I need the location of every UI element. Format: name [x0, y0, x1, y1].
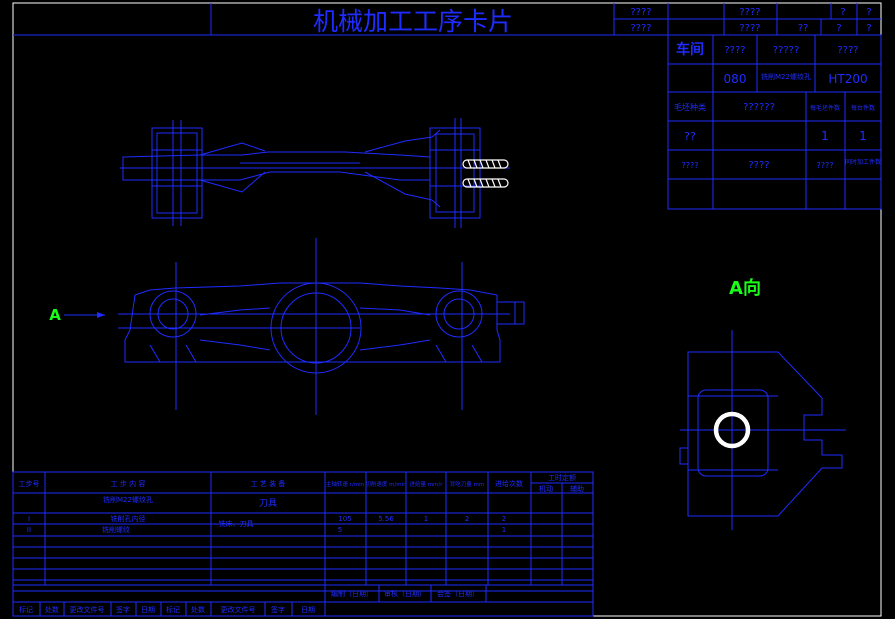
header-step-no: 工步号	[19, 480, 40, 488]
blank-size-label: ??????	[743, 102, 775, 113]
sign-label: 编制（日期）	[331, 589, 373, 598]
header-time-aux: 辅助	[570, 484, 584, 493]
side-view-a	[679, 330, 846, 530]
footer-cell: 处数	[191, 605, 205, 614]
pieces-per-unit: 1	[859, 129, 867, 143]
header-equipment: 工 艺 装 备	[251, 479, 286, 488]
step-depth: 2	[465, 515, 469, 523]
footer-cell: 标记	[19, 605, 33, 614]
step-passes: 2	[502, 515, 506, 523]
footer-cell: 更改文件号	[221, 605, 256, 614]
pieces-per-unit-label: 每台件数	[851, 104, 875, 112]
steps-table-grid	[12, 471, 594, 617]
col-label-material: ????	[837, 45, 858, 56]
op-number: 080	[724, 72, 747, 86]
step-content: 铣削孔内径	[111, 514, 146, 523]
op-name: 铣削M22螺纹孔	[761, 72, 811, 81]
front-view	[118, 238, 525, 415]
step-spindle: 105	[338, 515, 351, 523]
header-mark: ????	[630, 7, 651, 18]
footer-cell: 标记	[166, 605, 180, 614]
header-mark: ?	[836, 23, 841, 34]
equipment-label: ????	[682, 161, 699, 170]
header-mark: ????	[739, 23, 760, 34]
sign-label: 审核（日期）	[384, 589, 426, 598]
header-mark: ?	[866, 23, 871, 34]
footer-cell: 签字	[271, 605, 285, 614]
steps-table-rows: 铣削M22螺纹孔 刀具 I 铣削孔内径 铣床、刀具 105 5.56 1 2 2…	[27, 495, 506, 534]
view-arrow: A	[49, 306, 105, 324]
thread-hole-highlight	[713, 411, 751, 449]
step-spindle: 5	[338, 526, 342, 534]
card-title: 机械加工工序卡片	[313, 7, 513, 36]
info-table: 车间 ???? ????? ???? 080 铣削M22螺纹孔 HT200 毛坯…	[674, 41, 881, 171]
equipment-number-label: ????	[817, 161, 834, 170]
step-content: 铣削M22螺纹孔	[103, 495, 153, 504]
step-number: I	[28, 515, 30, 523]
step-feed: 1	[424, 515, 428, 523]
header-mark: ?	[866, 7, 871, 18]
step-speed: 5.56	[378, 515, 394, 523]
workshop-label: 车间	[676, 41, 704, 58]
steps-table-footer: 编制（日期） 审核（日期） 会签（日期） 标记 处数 更改文件号 签字 日期 标…	[19, 589, 479, 614]
sign-label: 会签（日期）	[437, 589, 479, 598]
footer-cell: 签字	[116, 605, 130, 614]
col-label-op-no: ????	[724, 45, 745, 56]
thread-highlight	[462, 159, 509, 188]
step-content: 铣削螺纹	[102, 525, 130, 534]
step-number: II	[27, 526, 31, 534]
top-view	[120, 118, 510, 228]
footer-cell: 日期	[301, 606, 315, 614]
header-depth: 背吃刀量 mm	[450, 480, 484, 488]
header-mark: ??	[798, 23, 809, 34]
header-feed: 进给量 mm/r	[409, 480, 443, 488]
header-mark: ????	[739, 7, 760, 18]
header-passes: 进给次数	[495, 479, 523, 488]
header-time-machine: 机动	[539, 484, 553, 493]
header-spindle: 主轴转速 r/min	[326, 480, 365, 488]
pieces-per-blank: 1	[821, 129, 829, 143]
header-step-content: 工 步 内 容	[111, 479, 146, 488]
steps-table-headers: 工步号 工 步 内 容 工 艺 装 备 主轴转速 r/min 切削速度 m/mi…	[19, 473, 585, 493]
step-equipment: 刀具	[259, 498, 277, 509]
equipment-model-label: ????	[748, 160, 769, 171]
step-equipment: 铣床、刀具	[219, 519, 254, 528]
arrow-label: A	[49, 306, 61, 324]
material: HT200	[828, 72, 867, 86]
col-label-op-name: ?????	[773, 45, 800, 56]
blank-type-label: 毛坯种类	[674, 102, 706, 112]
pieces-per-blank-label: 每毛坯件数	[810, 104, 840, 112]
header-mark: ????	[630, 23, 651, 34]
footer-cell: 处数	[45, 605, 59, 614]
view-a-label: A向	[729, 277, 761, 299]
header-cut-speed: 切削速度 m/min	[365, 480, 407, 488]
header-time: 工时定额	[548, 473, 576, 482]
footer-cell: 日期	[141, 606, 155, 614]
footer-cell: 更改文件号	[70, 605, 105, 614]
header-mark: ?	[840, 7, 845, 18]
blank-type: ??	[684, 130, 696, 143]
step-passes: 1	[502, 526, 506, 534]
header-marks: ???? ???? ? ? ???? ???? ?? ? ?	[630, 7, 871, 34]
info-table-grid	[667, 34, 882, 210]
concurrent-pieces-label: 同时加工件数	[845, 158, 881, 166]
